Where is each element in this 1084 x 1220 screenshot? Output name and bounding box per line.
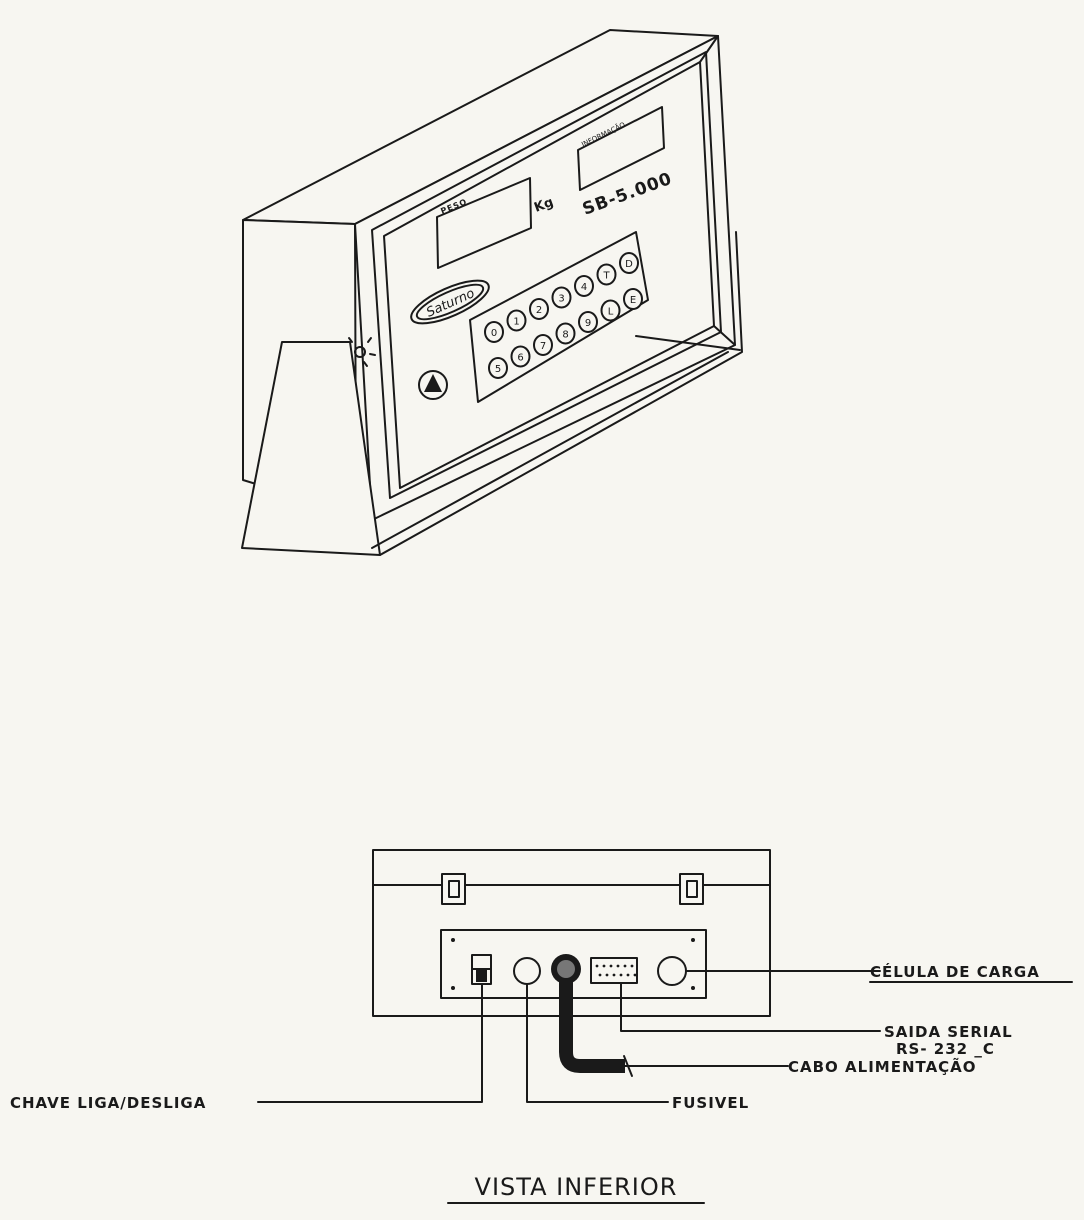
label-fusivel: FUSIVEL <box>672 1094 749 1112</box>
view-title: VISTA INFERIOR <box>475 1173 678 1201</box>
serial-pin <box>633 973 637 977</box>
keypad-key-label: T <box>602 271 610 282</box>
indicator-light-icon <box>348 337 376 367</box>
stand-bracket <box>241 231 743 556</box>
label-cabo-alimentacao: CABO ALIMENTAÇÃO <box>788 1057 977 1076</box>
keypad-key[interactable]: 0 <box>484 321 504 343</box>
serial-pin <box>616 964 620 968</box>
keypad-key[interactable]: 1 <box>506 309 527 332</box>
serial-port[interactable] <box>590 957 638 984</box>
serial-pin <box>609 964 613 968</box>
label-chave-liga-desliga: CHAVE LIGA/DESLIGA <box>10 1094 206 1112</box>
label-celula-de-carga: CÉLULA DE CARGA <box>870 962 1040 981</box>
keypad-key-label: 5 <box>495 364 501 375</box>
keypad-key-label: D <box>625 259 633 270</box>
keypad-key-label: 2 <box>536 305 542 316</box>
warning-icon <box>418 370 448 400</box>
keypad-key-label: 3 <box>558 294 564 305</box>
leader-fusivel <box>526 983 669 1103</box>
serial-pin <box>602 964 606 968</box>
keypad-key[interactable]: D <box>619 252 639 274</box>
keypad-key-label: 7 <box>540 341 546 352</box>
mount-clip-right <box>679 873 704 905</box>
leader-chave <box>257 983 483 1103</box>
mount-clip-left <box>441 873 466 905</box>
serial-pin <box>619 973 623 977</box>
serial-pin <box>612 973 616 977</box>
bottom-view: CÉLULA DE CARGA SAIDA SERIAL RS- 232 _C … <box>10 849 1073 1204</box>
keypad-key[interactable]: 5 <box>488 357 508 379</box>
load-cell-connector[interactable] <box>657 956 687 986</box>
fuse-holder[interactable] <box>513 957 541 985</box>
info-display <box>577 106 665 191</box>
label-rs232: RS- 232 _C <box>896 1040 995 1058</box>
power-switch[interactable] <box>471 954 492 985</box>
serial-pin <box>605 973 609 977</box>
keypad-key[interactable]: 8 <box>555 322 576 345</box>
serial-pin <box>623 964 627 968</box>
label-saida-serial: SAIDA SERIAL <box>884 1023 1013 1041</box>
keypad-key-label: 0 <box>491 328 497 339</box>
serial-pin <box>626 973 630 977</box>
keypad-key-label: L <box>608 307 614 318</box>
keypad-key[interactable]: E <box>623 288 643 310</box>
serial-pin <box>595 964 599 968</box>
keypad-key[interactable]: L <box>600 299 621 322</box>
keypad-key-label: 1 <box>513 317 519 328</box>
keypad-key-label: E <box>630 295 636 306</box>
keypad: 0 1 2 3 4 T D 5 6 7 8 9 L E <box>484 252 643 379</box>
peso-display <box>436 177 532 269</box>
keypad-key[interactable]: 7 <box>533 334 553 356</box>
unit-label: Kg <box>532 195 555 216</box>
serial-pin <box>598 973 602 977</box>
keypad-key-label: 9 <box>585 318 591 329</box>
leader-serial <box>620 982 881 1032</box>
keypad-key-label: 4 <box>581 282 587 293</box>
keypad-key[interactable]: T <box>596 263 617 286</box>
power-cable-connector <box>551 954 633 1077</box>
device-isometric-view: PESO Kg INFORMAÇÃO SB-5.000 Saturno 0123… <box>241 29 743 556</box>
keypad-key[interactable]: 2 <box>529 298 549 320</box>
keypad-key-label: 8 <box>562 330 568 341</box>
keypad-key[interactable]: 3 <box>551 286 572 309</box>
keypad-key[interactable]: 4 <box>574 275 594 297</box>
keypad-key-label: 6 <box>517 353 523 364</box>
keypad-key[interactable]: 9 <box>578 311 598 333</box>
serial-pin <box>630 964 634 968</box>
keypad-key[interactable]: 6 <box>510 345 531 368</box>
